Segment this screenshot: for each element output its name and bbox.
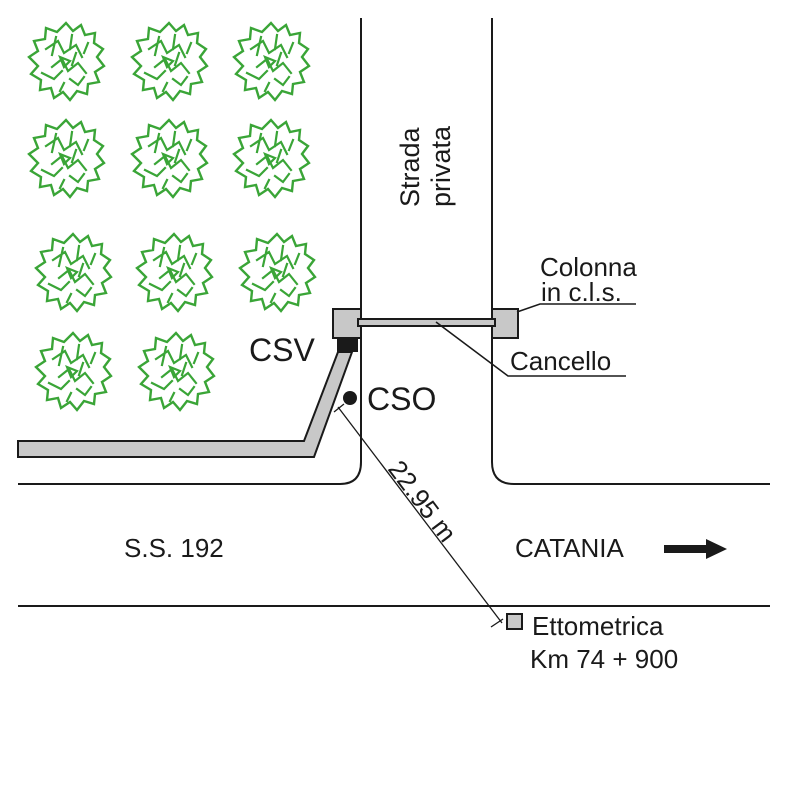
distance-tick-bottom — [490, 618, 504, 628]
cso-label: CSO — [367, 381, 436, 417]
cso-point — [343, 391, 357, 405]
tree-icon — [137, 331, 216, 412]
tree-icon — [130, 118, 209, 199]
colonna-label-line2: in c.l.s. — [541, 277, 622, 307]
colonna-label-line1: Colonna — [540, 252, 637, 282]
tree-icon — [34, 331, 113, 412]
tree-icon — [238, 232, 317, 313]
tree-icon — [135, 232, 214, 313]
arrow-right-icon — [664, 539, 727, 559]
distance-label: 22.95 m — [382, 455, 463, 548]
column-left — [332, 308, 362, 339]
private-road-right-edge — [491, 18, 770, 485]
tree-icon — [34, 232, 113, 313]
private-road-left-edge — [18, 18, 362, 485]
tree-icon — [27, 118, 106, 199]
cancello-leader — [435, 321, 626, 377]
distance-tick-top — [333, 403, 345, 413]
road-label: S.S. 192 — [124, 533, 224, 563]
tree-icon — [232, 118, 311, 199]
cancello-label: Cancello — [510, 346, 611, 376]
tree-icon — [27, 21, 106, 102]
distance-line — [337, 406, 503, 624]
csv-box — [337, 339, 358, 352]
ettometrica-marker — [506, 613, 523, 630]
strada-label-line2: privata — [426, 125, 456, 207]
tree-icon — [130, 21, 209, 102]
ettometrica-label-line1: Ettometrica — [532, 611, 664, 641]
csv-label: CSV — [249, 332, 315, 368]
colonna-leader — [516, 303, 636, 313]
column-right — [491, 308, 519, 339]
tree-icon — [232, 21, 311, 102]
direction-label: CATANIA — [515, 533, 624, 563]
gate-bar — [357, 318, 496, 327]
strada-label-line1: Strada — [395, 126, 425, 207]
ettometrica-label-line2: Km 74 + 900 — [530, 644, 678, 674]
